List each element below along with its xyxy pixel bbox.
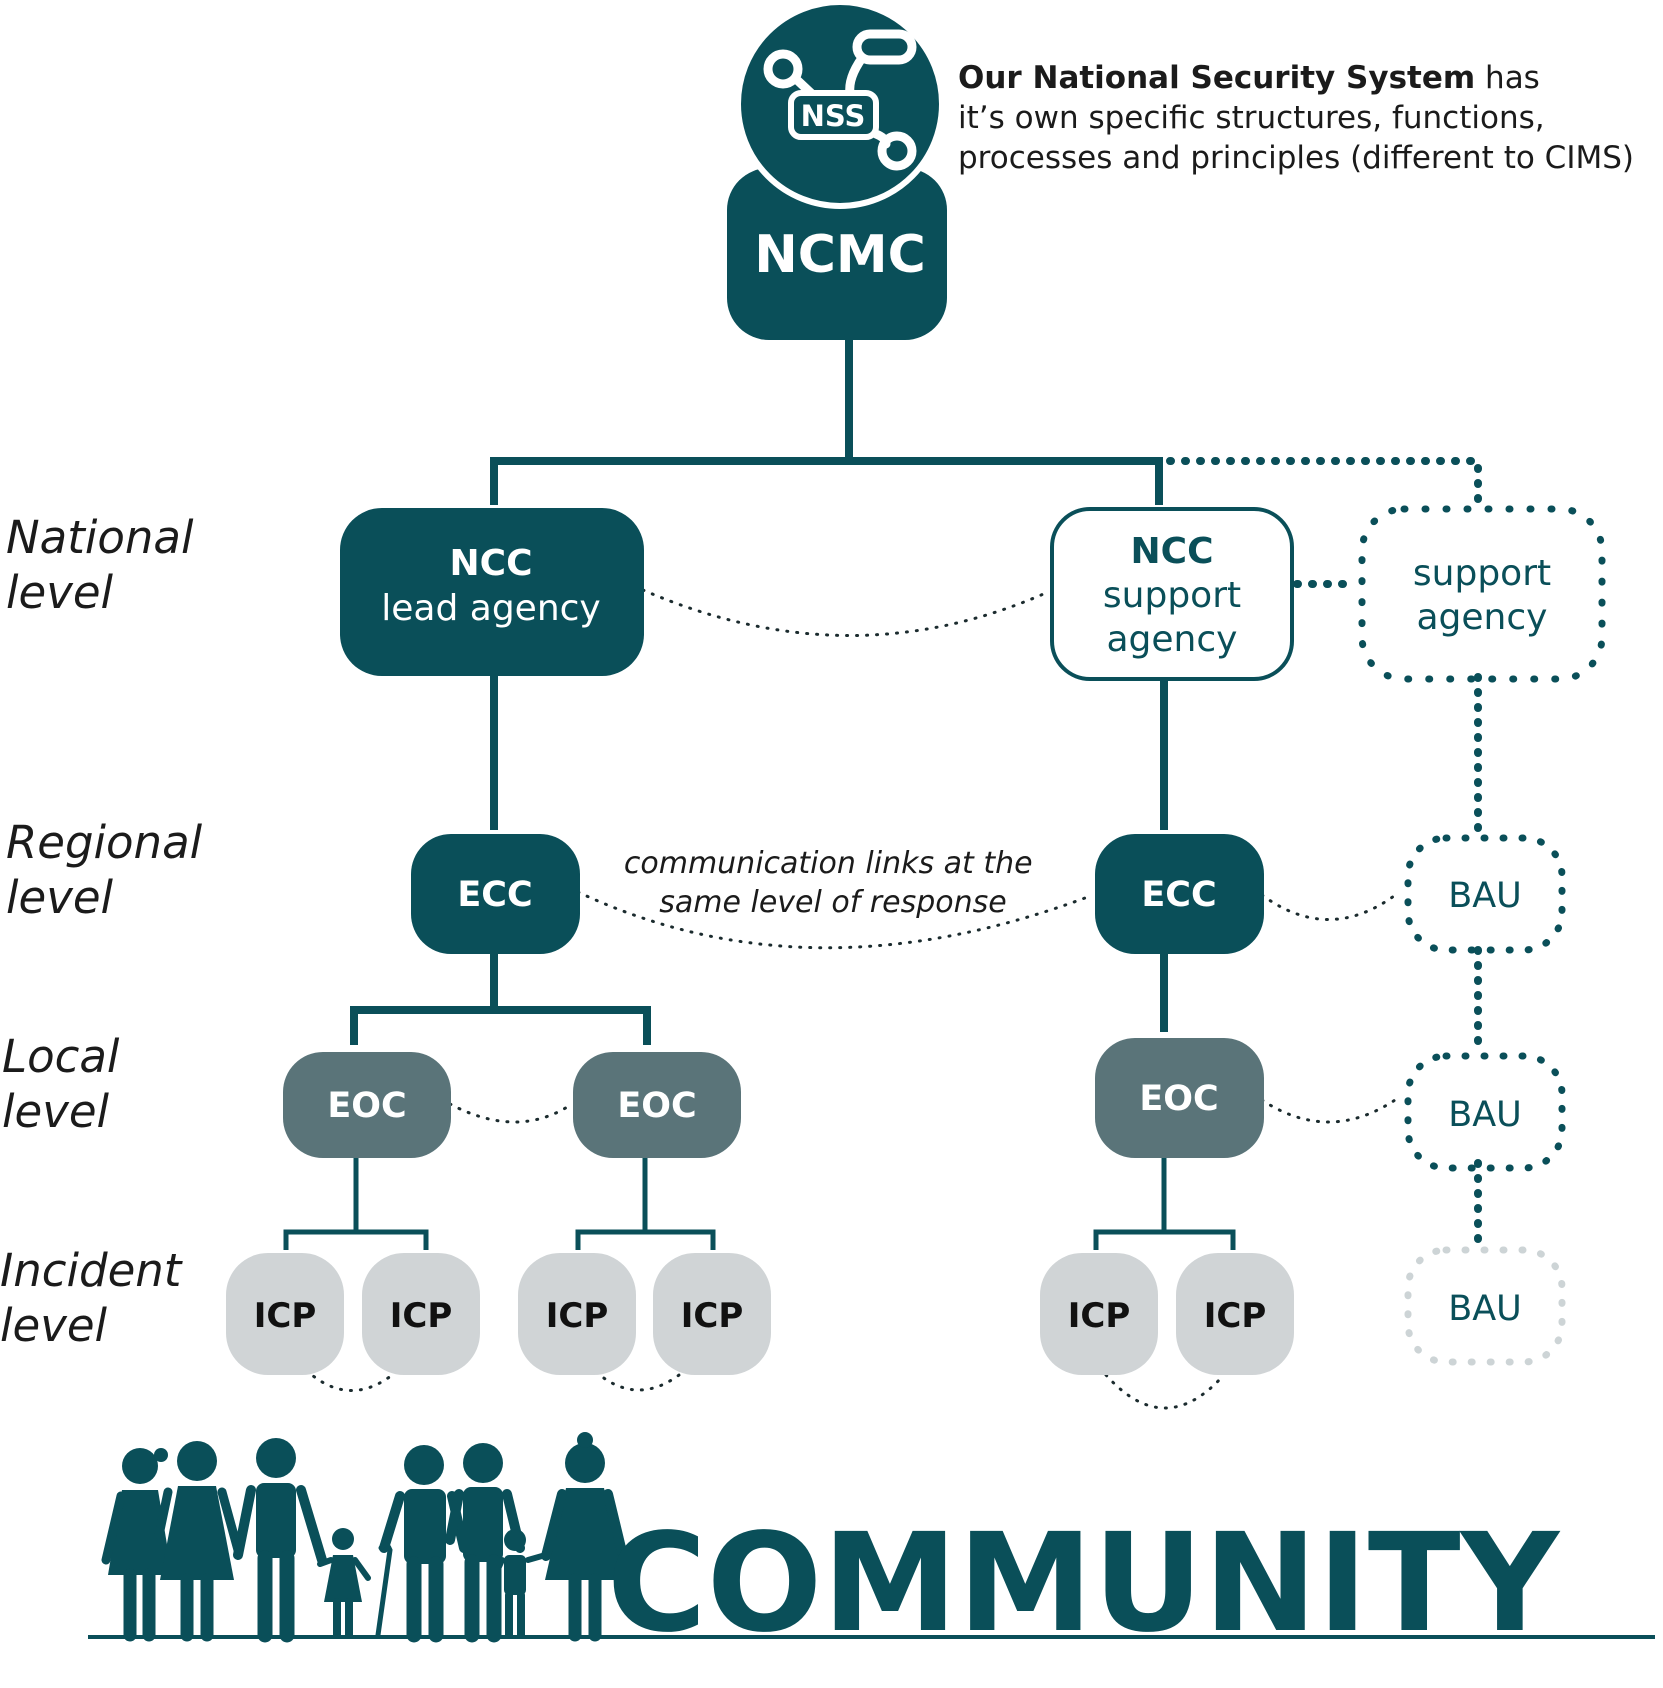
icp-box-3[interactable] bbox=[518, 1253, 636, 1375]
ncc-support-agency-box[interactable] bbox=[1050, 507, 1294, 681]
eoc-box-1[interactable] bbox=[283, 1052, 451, 1158]
ecc-lead-box[interactable] bbox=[411, 834, 580, 954]
eoc-label-1: EOC bbox=[327, 1086, 406, 1126]
ncc-lead-title: NCC bbox=[450, 543, 533, 584]
icp-box-2[interactable] bbox=[362, 1253, 480, 1375]
icp-label-4: ICP bbox=[681, 1296, 744, 1336]
icp-group: ICP ICP ICP ICP ICP ICP bbox=[226, 1253, 1294, 1375]
bau-local-label: BAU bbox=[1448, 1095, 1522, 1135]
icp-label-1: ICP bbox=[254, 1296, 317, 1336]
icp-label-6: ICP bbox=[1204, 1296, 1267, 1336]
icp-label-3: ICP bbox=[546, 1296, 609, 1336]
nss-network-icon bbox=[763, 29, 917, 171]
icp-box-6[interactable] bbox=[1176, 1253, 1294, 1375]
ncc-lead-subtitle: lead agency bbox=[381, 588, 600, 629]
intro-rest: has bbox=[1475, 60, 1540, 96]
bau-chain bbox=[1166, 457, 1482, 1250]
icp-label-5: ICP bbox=[1068, 1296, 1131, 1336]
intro-bold: Our National Security System bbox=[958, 60, 1475, 96]
bau-incident-label: BAU bbox=[1448, 1289, 1522, 1329]
bau-regional-box[interactable] bbox=[1404, 834, 1566, 954]
intro-line2: it’s own specific structures, functions, bbox=[958, 100, 1545, 136]
bau-local-box[interactable] bbox=[1404, 1052, 1566, 1172]
ecc-lead-label: ECC bbox=[457, 875, 532, 915]
community-label: COMMUNITY bbox=[607, 1505, 1561, 1663]
support-agency-box[interactable] bbox=[1358, 505, 1606, 683]
ncc-support-line2: support bbox=[1103, 575, 1241, 616]
ncmc-box[interactable] bbox=[727, 168, 947, 340]
eoc-box-2[interactable] bbox=[573, 1052, 741, 1158]
ncc-support-title: NCC bbox=[1131, 531, 1214, 572]
intro-line3: processes and principles (different to C… bbox=[958, 140, 1634, 176]
incident-lines bbox=[283, 1152, 1236, 1250]
communication-note: communication links at the same level of… bbox=[624, 846, 1042, 920]
icp-box-4[interactable] bbox=[653, 1253, 771, 1375]
ecc-support-label: ECC bbox=[1141, 875, 1216, 915]
hierarchy-lines bbox=[350, 340, 1168, 1045]
support-agency-line1: support bbox=[1413, 553, 1551, 594]
nss-label-box bbox=[788, 90, 879, 140]
bau-regional-label: BAU bbox=[1448, 876, 1522, 916]
icp-box-5[interactable] bbox=[1040, 1253, 1158, 1375]
icp-box-1[interactable] bbox=[226, 1253, 344, 1375]
support-agency-line2: agency bbox=[1417, 597, 1548, 638]
ncc-lead-agency-box[interactable] bbox=[340, 508, 644, 676]
communication-links bbox=[304, 588, 1400, 1410]
eoc-label-3: EOC bbox=[1139, 1079, 1218, 1119]
community-people-icon bbox=[101, 1432, 627, 1643]
eoc-label-2: EOC bbox=[617, 1086, 696, 1126]
ncmc-label: NCMC bbox=[754, 225, 926, 285]
ecc-support-box[interactable] bbox=[1095, 834, 1264, 954]
intro-text: Our National Security System has it’s ow… bbox=[958, 60, 1634, 176]
nss-label: NSS bbox=[801, 99, 866, 133]
icp-label-2: ICP bbox=[390, 1296, 453, 1336]
ncc-support-line3: agency bbox=[1107, 619, 1238, 660]
eoc-box-3[interactable] bbox=[1095, 1038, 1264, 1158]
bau-incident-box[interactable] bbox=[1404, 1246, 1566, 1366]
